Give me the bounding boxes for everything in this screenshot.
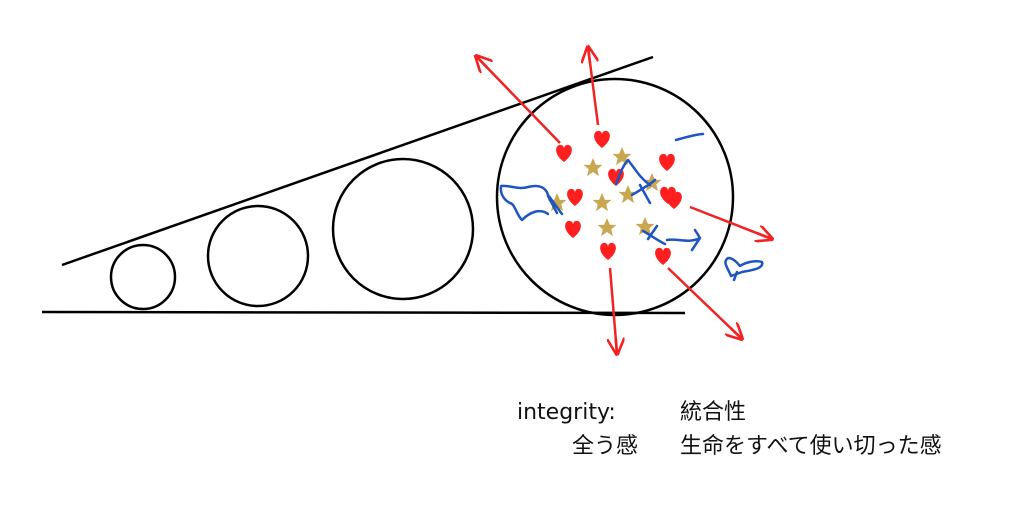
circle-stage-2 [206,204,310,308]
arrow-up [588,47,600,126]
heart-icon [655,247,671,265]
caption-sub-description: 生命をすべて使い切った感 [680,434,942,459]
arrow-right [689,205,772,239]
heart-icon [556,144,572,162]
arrow-down-right [667,267,742,339]
outward-arrows [476,47,772,354]
arrow-down [610,267,617,354]
circle-stage-3 [331,157,475,301]
hearts [556,130,682,265]
arrow-up-left [476,56,561,144]
caption-translation: 統合性 [680,400,747,425]
caption-term: integrity: [517,400,616,425]
caption-sub-term: 全う感 [572,434,639,459]
heart-icon [659,153,675,171]
heart-icon [600,242,616,260]
blue-scribbles [499,132,764,282]
star-icon [583,158,603,177]
ground-line [41,310,686,315]
circle-stage-1 [109,243,177,311]
heart-icon [594,130,610,148]
heart-icon [567,188,583,206]
upper-boundary-line [61,55,654,267]
star-icon [592,193,612,212]
star-icon [597,218,617,237]
heart-icon [565,220,581,238]
